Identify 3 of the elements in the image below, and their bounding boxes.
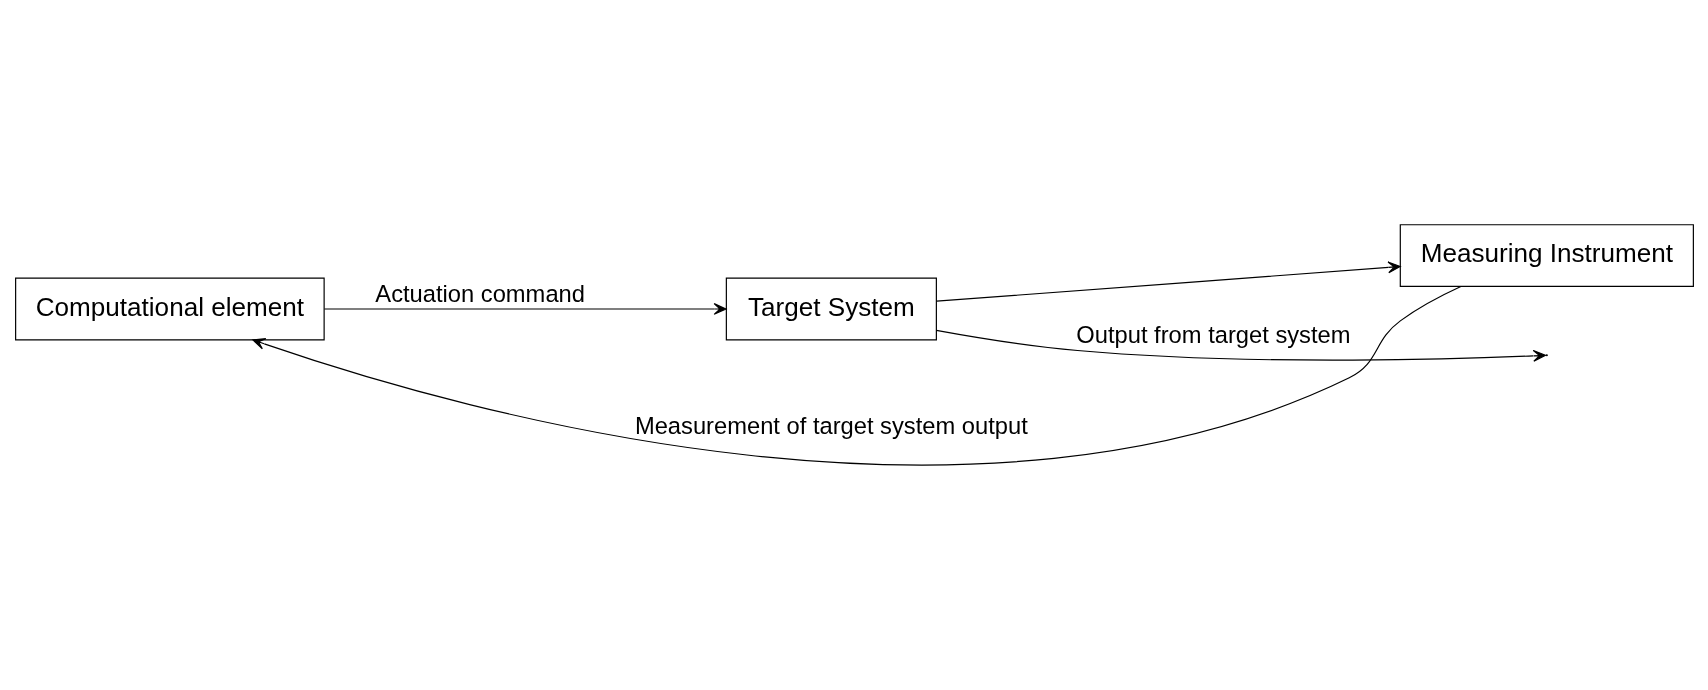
edge-label: Output from target system <box>1075 322 1351 349</box>
edge-label: Measurement of target system output <box>634 412 1028 439</box>
edge-label: Actuation command <box>374 280 585 307</box>
